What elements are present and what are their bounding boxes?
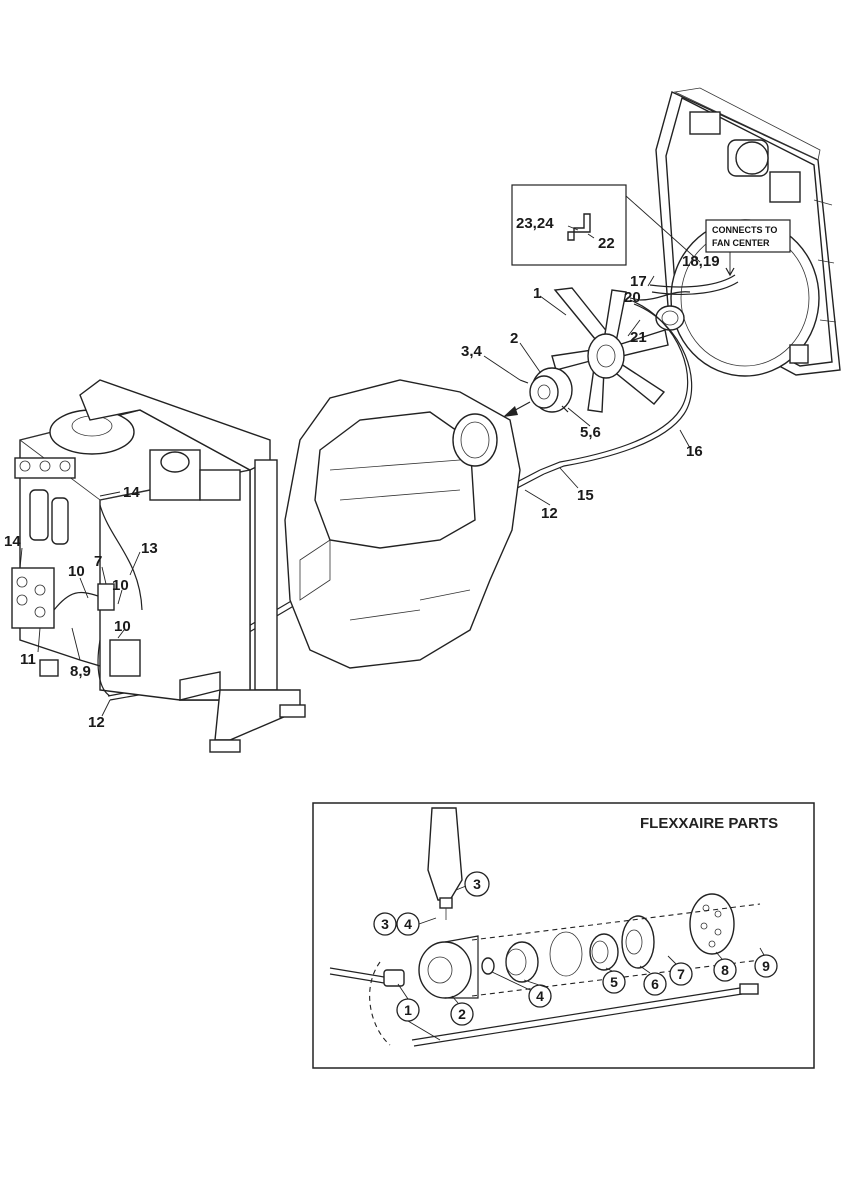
label-17: 17 [630, 273, 647, 290]
fx-callout-3: 3 [381, 916, 389, 932]
tank-stand [79, 379, 306, 753]
label-10-c: 10 [114, 618, 131, 635]
fx-callout-2: 2 [458, 1006, 466, 1022]
part-labels: 1 2 3,4 5,6 16 15 12 12 13 14 14 10 10 1… [4, 215, 720, 731]
label-10-a: 10 [68, 563, 85, 580]
label-1: 1 [533, 285, 541, 302]
fx-callout-4-left: 4 [404, 916, 412, 932]
label-5-6: 5,6 [580, 424, 601, 441]
label-11: 11 [20, 651, 36, 668]
inset-bracket-detail [511, 184, 701, 266]
label-22: 22 [598, 235, 615, 252]
fan-hub [519, 367, 573, 413]
note-line-1: CONNECTS TO [712, 225, 777, 235]
fx-callout-6: 6 [651, 976, 659, 992]
label-20: 20 [624, 289, 641, 306]
label-21: 21 [630, 329, 647, 346]
fx-callout-4: 4 [536, 988, 544, 1004]
flexxaire-title: FLEXXAIRE PARTS [640, 815, 778, 832]
label-23-24: 23,24 [516, 215, 554, 232]
leader-lines [19, 275, 691, 717]
label-14-upper: 14 [123, 484, 140, 501]
fx-callout-9: 9 [762, 958, 770, 974]
fx-callout-1: 1 [404, 1002, 412, 1018]
label-15: 15 [577, 487, 594, 504]
label-8-9: 8,9 [70, 663, 91, 680]
label-7: 7 [94, 553, 102, 570]
label-10-b: 10 [112, 577, 129, 594]
engine [284, 379, 521, 669]
fx-callout-5: 5 [610, 974, 618, 990]
fan-center-note: CONNECTS TO FAN CENTER [705, 219, 791, 277]
fx-callout-8: 8 [721, 962, 729, 978]
label-13: 13 [141, 540, 158, 557]
label-12-lower: 12 [88, 714, 105, 731]
label-14-lower: 14 [4, 533, 21, 550]
fan-blades [551, 287, 669, 413]
flexxaire-parts-panel: FLEXXAIRE PARTS [312, 802, 815, 1069]
label-2: 2 [510, 330, 518, 347]
fx-callout-7: 7 [677, 966, 685, 982]
note-line-2: FAN CENTER [712, 238, 770, 248]
label-12-upper: 12 [541, 505, 558, 522]
fx-callout-3-top: 3 [473, 876, 481, 892]
flexxaire-callouts: 3 3 4 1 2 4 5 6 7 8 9 [373, 871, 778, 1041]
label-18-19: 18,19 [682, 253, 720, 270]
label-3-4: 3,4 [461, 343, 483, 360]
radiator [655, 87, 841, 377]
label-16: 16 [686, 443, 703, 460]
